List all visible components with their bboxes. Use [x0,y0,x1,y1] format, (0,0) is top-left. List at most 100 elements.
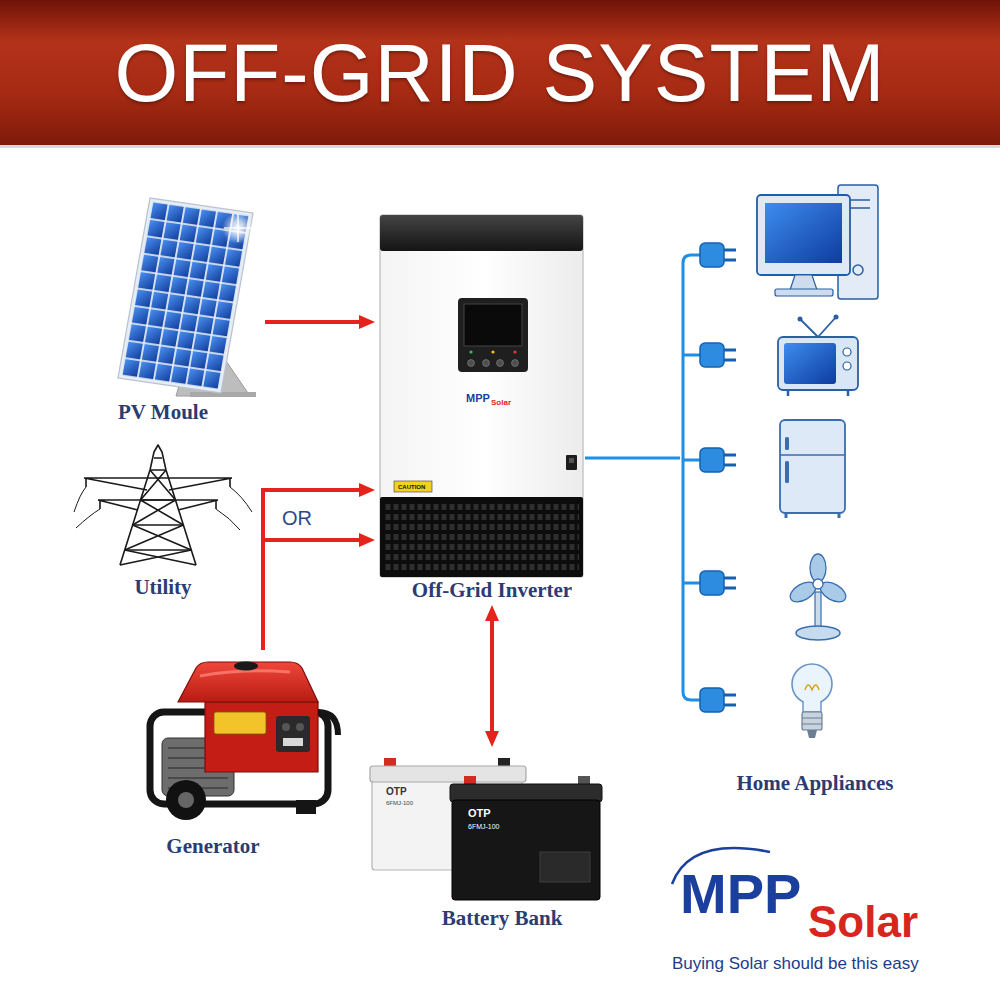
inverter-illustration [491,350,494,353]
television-icon [798,317,803,322]
pv-module-illustration [118,198,253,393]
caution-sticker-slot: CAUTION [398,484,425,490]
generator-illustration [214,712,266,734]
appliance-bus [683,255,700,700]
battery-bank-illustration [450,784,602,802]
node-caption: Battery Bank [442,907,563,930]
inverter-illustration [464,304,522,346]
battery-bank-illustration [370,766,526,782]
fan-icon [815,592,821,628]
plug-icons [724,578,736,588]
light-bulb-icon [807,730,817,738]
refrigerator-icon [786,513,839,518]
pv-module-illustration [118,198,253,393]
inverter-illustration [380,215,583,251]
plug-icons [700,688,724,712]
generator-illustration [296,800,316,814]
power-flow-arrow [263,540,362,650]
television-icon [778,315,858,397]
television-icon [834,315,839,320]
plug-icons [700,243,736,712]
refrigerator-icon [780,420,845,513]
television-icon [788,390,848,396]
inverter-illustration [483,360,490,367]
plug-icons [700,343,736,367]
or-label: OR [282,508,312,528]
fan-icon [810,554,826,582]
utility-tower [98,500,218,510]
title-rule [0,145,1000,148]
inverter-illustration [566,455,577,470]
inverter-illustration [458,298,528,372]
plug-icons [700,448,724,472]
node-caption: PV Moule [118,401,208,424]
pv-module-node: PV Moule [105,190,265,424]
battery-model: 6FMJ-100 [386,800,413,806]
power-flow-arrow [262,488,362,492]
generator-illustration [276,716,310,752]
utility-tower [74,487,252,530]
logo-word: Solar [808,900,918,944]
light-bulb-icon [802,718,822,724]
light-bulb-icon [802,712,822,730]
battery-bank-node: Battery Bank [365,750,605,930]
generator-illustration [234,662,258,671]
inverter-illustration [513,350,516,353]
power-flow-arrow [265,320,362,324]
inverter-logo-mark-slot: MPP [466,393,490,404]
power-output-line [585,457,680,460]
computer-icon [757,195,850,275]
node-caption: Utility [134,576,191,599]
pv-module-illustration [190,392,256,397]
battery-brand-slot: OTP [468,808,491,819]
refrigerator-icon [780,454,845,456]
logo-mark-slot: MPP [680,866,801,922]
node-caption-text: Utility [134,576,191,599]
plug-icons [700,571,736,595]
logo-mark: MPP [680,866,801,922]
utility-tower [120,445,196,565]
battery-bank-illustration [452,800,600,900]
generator-illustration [200,671,290,676]
plug-icons [724,350,736,360]
logo-tagline: Buying Solar should be this easy [672,955,919,972]
appliances-node: Home Appliances [680,178,950,795]
computer-icon [790,275,817,290]
inverter-illustration [384,502,579,572]
inverter-illustration [380,497,583,577]
utility-tower [120,470,196,565]
logo-word-slot: Solar [808,900,918,944]
node-caption: Off-Grid Inverter [412,579,572,602]
refrigerator-icon [785,461,789,483]
light-bulb-icon [792,664,832,704]
utility-node: Utility [70,438,262,599]
computer-icon [757,185,878,299]
battery-model-slot: 6FMJ-100 [468,823,500,830]
utility-tower [86,478,230,509]
or-label-slot: OR [282,508,312,528]
battery-bank-illustration [540,852,590,882]
generator-illustration [166,780,206,820]
diagram-title: OFF-GRID SYSTEM [114,27,885,118]
plug-icons [700,243,736,267]
inverter-logo-word: Solar [491,399,511,407]
power-flow-arrow [490,618,494,734]
plug-icons [700,571,724,595]
inverter-illustration [569,458,574,463]
inverter-logo-mark: MPP [466,393,490,404]
inverter-illustration [469,350,472,353]
caution-sticker: CAUTION [398,484,425,490]
computer-icon [775,289,833,296]
generator-node: Generator [130,650,335,858]
inverter-illustration [380,215,583,577]
battery-model-slot: 6FMJ-100 [386,800,413,806]
inverter-illustration [497,360,504,367]
television-icon [843,348,851,356]
generator-illustration [283,738,303,746]
inverter-illustration [394,481,432,492]
node-caption: Generator [166,835,259,858]
generator-illustration [318,712,338,735]
title-slot: OFF-GRID SYSTEM [0,0,1000,145]
